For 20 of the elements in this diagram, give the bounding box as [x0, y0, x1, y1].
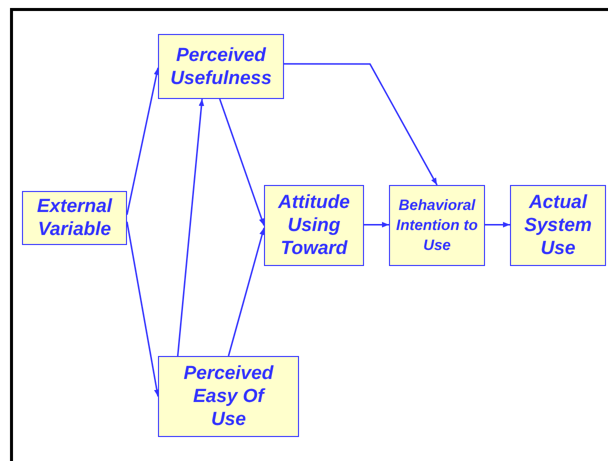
concept-box: [22, 191, 127, 245]
concept-box: [264, 185, 364, 266]
concept-box: [158, 356, 299, 437]
arrow: [364, 222, 389, 228]
concept-box: [158, 34, 284, 99]
node-label: External Variable: [36, 195, 114, 241]
arrow: [126, 68, 160, 215]
arrow: [284, 63, 438, 186]
concept-box: [389, 185, 485, 266]
node-label: Perceived Easy Of Use: [182, 362, 275, 431]
arrow: [177, 98, 204, 356]
concept-box: [510, 185, 606, 266]
arrow: [126, 222, 160, 397]
node-label: Attitude Using Toward: [276, 191, 351, 260]
arrow: [219, 98, 265, 226]
node-label: Actual System Use: [523, 191, 593, 260]
node-label: Perceived Usefulness: [169, 44, 273, 90]
arrow: [228, 228, 265, 356]
arrow: [485, 222, 510, 228]
node-label: Behavioral Intention to Use: [395, 196, 479, 256]
